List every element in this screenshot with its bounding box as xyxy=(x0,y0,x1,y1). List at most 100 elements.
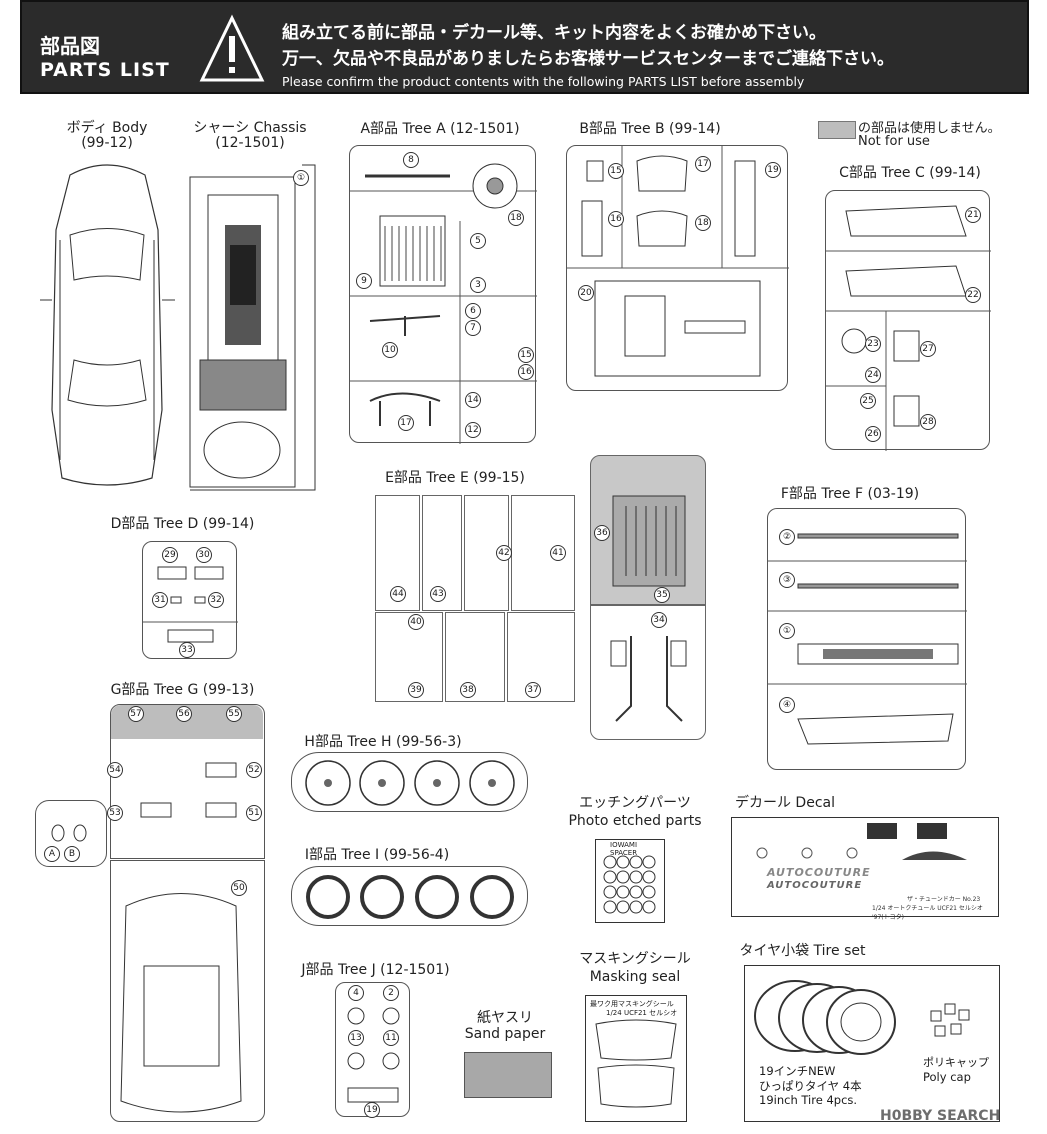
legend-text-en: Not for use xyxy=(858,134,930,149)
tree-f-title: F部品 Tree F (03-19) xyxy=(780,486,920,502)
masking-sheet: 最ワク用マスキングシール 1/24 UCF21 セルシオ xyxy=(585,995,687,1122)
tree-i-title: I部品 Tree I (99-56-4) xyxy=(304,847,450,863)
part-number: 14 xyxy=(465,392,481,408)
part-number: 11 xyxy=(383,1030,399,1046)
tree-b-frame xyxy=(566,145,789,391)
cap-jp: ポリキャップ xyxy=(923,1056,989,1069)
part-number: ① xyxy=(293,170,309,186)
part-number: 40 xyxy=(408,614,424,630)
part-number: 23 xyxy=(865,336,881,352)
part-number: 6 xyxy=(465,303,481,319)
masking-title-en: Masking seal xyxy=(589,969,681,985)
notice-jp-2: 万一、欠品や不良品がありましたらお客様サービスセンターまでご連絡下さい。 xyxy=(282,49,894,69)
tree-c-frame xyxy=(825,190,991,451)
part-number: 33 xyxy=(179,642,195,658)
part-number: 16 xyxy=(608,211,624,227)
tree-a-frame xyxy=(349,145,537,444)
chassis-title: シャーシ Chassis xyxy=(193,120,307,136)
tree-a-title: A部品 Tree A (12-1501) xyxy=(360,121,520,137)
part-number: 15 xyxy=(608,163,624,179)
tree-g-lower xyxy=(110,860,265,1122)
part-number: ③ xyxy=(779,572,795,588)
part-number: 24 xyxy=(865,367,881,383)
warning-icon xyxy=(199,14,265,82)
part-number: 41 xyxy=(550,545,566,561)
part-number: 2 xyxy=(383,985,399,1001)
part-number: 18 xyxy=(695,215,711,231)
part-number: 5 xyxy=(470,233,486,249)
sandpaper-title-jp: 紙ヤスリ xyxy=(477,1010,533,1026)
part-number: 38 xyxy=(460,682,476,698)
part-number: 55 xyxy=(226,706,242,722)
decal-caption-2: ザ・チューンドカー No.23 xyxy=(907,896,981,903)
etched-sheet: IOWAMI SPACER xyxy=(595,839,665,923)
part-number: 16 xyxy=(518,364,534,380)
part-number: 52 xyxy=(246,762,262,778)
notice-jp-1: 組み立てる前に部品・デカール等、キット内容をよくお確かめ下さい。 xyxy=(282,23,826,43)
tree-e-title: E部品 Tree E (99-15) xyxy=(385,470,525,486)
part-number: 57 xyxy=(128,706,144,722)
part-number: 44 xyxy=(390,586,406,602)
tree-g-title: G部品 Tree G (99-13) xyxy=(110,682,255,698)
sandpaper-title-en: Sand paper xyxy=(464,1026,546,1042)
part-number: 34 xyxy=(651,612,667,628)
part-number: 13 xyxy=(348,1030,364,1046)
part-number: ① xyxy=(779,623,795,639)
tree-b-title: B部品 Tree B (99-14) xyxy=(579,121,721,137)
masking-sheet-sub: 1/24 UCF21 セルシオ xyxy=(606,1009,678,1017)
part-number: 19 xyxy=(765,162,781,178)
chassis-drawing xyxy=(189,164,316,491)
watermark-text: H0BBY SEARCH xyxy=(880,1108,1001,1124)
decal-line-1: AUTOCOUTURE xyxy=(767,866,871,879)
etched-title-jp: エッチングパーツ xyxy=(579,795,691,811)
part-number: 8 xyxy=(403,152,419,168)
cap-en: Poly cap xyxy=(923,1070,971,1084)
tree-j-frame xyxy=(335,982,410,1117)
sandpaper-swatch xyxy=(464,1052,552,1098)
part-number: 35 xyxy=(654,587,670,603)
masking-title-jp: マスキングシール xyxy=(579,951,691,967)
part-number: 12 xyxy=(465,422,481,438)
part-number: 53 xyxy=(107,805,123,821)
tree-e-not-for-use xyxy=(590,455,706,605)
tree-g-lens-frame xyxy=(35,800,107,867)
part-number: 56 xyxy=(176,706,192,722)
part-number: ② xyxy=(779,529,795,545)
part-number: 4 xyxy=(348,985,364,1001)
part-number: 20 xyxy=(578,285,594,301)
tree-f-frame xyxy=(767,508,967,770)
legend-swatch xyxy=(818,121,856,139)
part-number: 43 xyxy=(430,586,446,602)
part-number: 29 xyxy=(162,547,178,563)
chassis-code: (12-1501) xyxy=(215,135,285,151)
part-number: 50 xyxy=(231,880,247,896)
part-letter: B xyxy=(64,846,80,862)
part-number: 26 xyxy=(865,426,881,442)
part-number: 22 xyxy=(965,287,981,303)
part-number: 3 xyxy=(470,277,486,293)
legend-text-jp: の部品は使用しません。 xyxy=(858,121,1001,136)
part-number: 21 xyxy=(965,207,981,223)
part-number: 7 xyxy=(465,320,481,336)
body-drawing xyxy=(40,164,175,486)
part-letter: A xyxy=(44,846,60,862)
part-number: 54 xyxy=(107,762,123,778)
part-number: 32 xyxy=(208,592,224,608)
part-number: 18 xyxy=(508,210,524,226)
tire-jp-1: 19インチNEW xyxy=(759,1064,836,1078)
part-number: 17 xyxy=(398,415,414,431)
part-number: 39 xyxy=(408,682,424,698)
tire-set-bag: 19インチNEW ひっぱりタイヤ 4本 19inch Tire 4pcs. ポリ… xyxy=(744,965,1000,1122)
notice-en: Please confirm the product contents with… xyxy=(282,74,805,89)
part-number: 19 xyxy=(364,1102,380,1118)
part-number: 31 xyxy=(152,592,168,608)
title-en: PARTS LIST xyxy=(40,59,170,81)
tree-j-title: J部品 Tree J (12-1501) xyxy=(301,962,450,978)
tire-en: 19inch Tire 4pcs. xyxy=(759,1093,858,1107)
part-number: 37 xyxy=(525,682,541,698)
part-number: 25 xyxy=(860,393,876,409)
tree-g-upper xyxy=(110,704,265,859)
part-number: 42 xyxy=(496,545,512,561)
tree-h-frame xyxy=(291,752,528,812)
etched-sheet-label: IOWAMI SPACER xyxy=(610,841,638,857)
